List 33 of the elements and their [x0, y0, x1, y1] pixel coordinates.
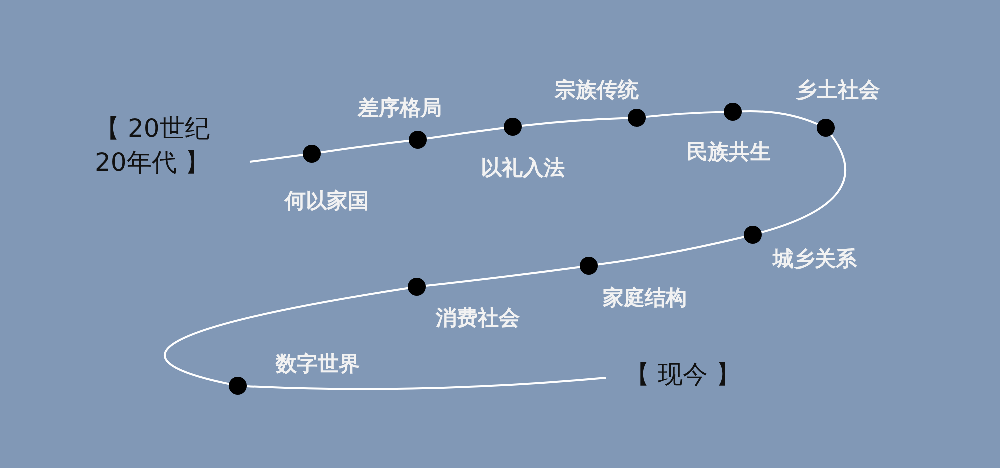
- milestone-label: 乡土社会: [796, 77, 880, 104]
- timeline-dot: [580, 257, 598, 275]
- timeline-curve: [646, 111, 724, 118]
- milestone-label: 宗族传统: [555, 77, 639, 104]
- milestone-label: 何以家国: [285, 188, 369, 215]
- milestone-label: 以礼入法: [481, 155, 565, 182]
- timeline-dot: [409, 131, 427, 149]
- period-label: 【 20世纪20年代 】: [95, 112, 230, 180]
- timeline-curve: [320, 140, 410, 154]
- milestone-label: 差序格局: [358, 95, 442, 122]
- timeline-dot: [504, 118, 522, 136]
- timeline-curve: [426, 266, 580, 288]
- period-label: 【 现今 】: [625, 358, 765, 392]
- timeline-curve: [742, 110, 818, 126]
- timeline-dot: [744, 226, 762, 244]
- timeline-curve: [250, 154, 304, 163]
- timeline-curve: [164, 287, 408, 386]
- timeline-curve: [598, 236, 744, 266]
- milestone-label: 城乡关系: [773, 246, 857, 273]
- timeline-dot: [724, 103, 742, 121]
- timeline-curve: [761, 134, 846, 234]
- timeline-dot: [628, 109, 646, 127]
- timeline-curve: [522, 117, 628, 127]
- milestone-label: 民族共生: [687, 139, 771, 166]
- timeline-dot: [817, 119, 835, 137]
- timeline-curve: [246, 377, 606, 390]
- milestone-label: 家庭结构: [603, 285, 687, 312]
- timeline-dot: [408, 278, 426, 296]
- timeline-dot: [303, 145, 321, 163]
- timeline-curve: [426, 127, 504, 140]
- timeline-dot: [229, 377, 247, 395]
- milestone-label: 数字世界: [276, 351, 360, 378]
- milestone-label: 消费社会: [436, 305, 520, 332]
